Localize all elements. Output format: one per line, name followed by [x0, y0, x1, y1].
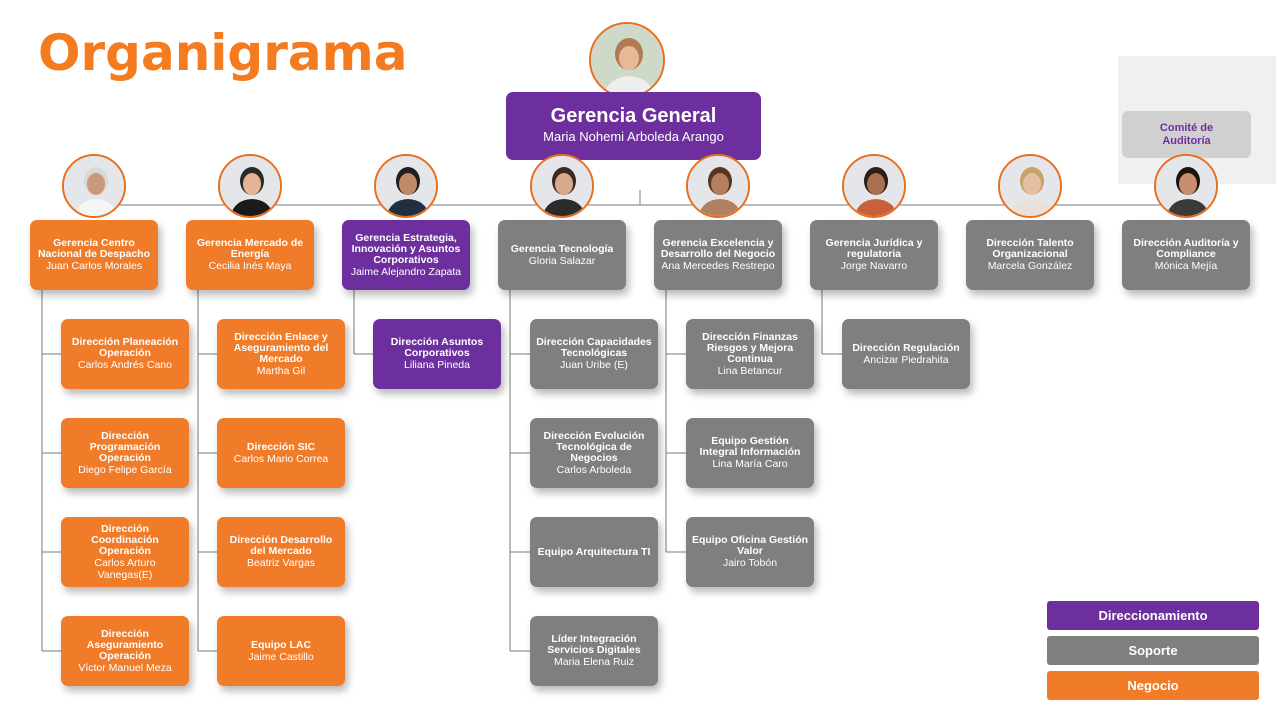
gerencia-1-box-name: Cecilia Inés Maya: [208, 260, 292, 272]
unit-0-0-box-name: Carlos Andrés Cano: [78, 359, 172, 371]
unit-0-2-box-name: Carlos Arturo Vanegas(E): [94, 556, 156, 581]
unit-1-0-box: Dirección Enlace y Aseguramiento del Mer…: [217, 319, 345, 389]
unit-1-1-box-name: Carlos Mario Correa: [233, 452, 329, 465]
unit-2-0-box-title: Dirección Asuntos Corporativos: [390, 336, 484, 359]
legend-negocio: Negocio: [1047, 671, 1259, 700]
unit-5-0-box-name: Ancizar Piedrahita: [863, 353, 949, 366]
unit-1-0-box-title: Dirección Enlace y Aseguramiento del Mer…: [233, 330, 329, 365]
unit-1-2-box-name: Beatriz Vargas: [246, 557, 316, 569]
unit-3-2-box-title: Equipo Arquitectura TI: [537, 545, 651, 558]
gerencia-4-box-title: Gerencia Excelencia y Desarrollo del Neg…: [660, 237, 776, 260]
gerencia-2-box-title: Gerencia Estrategia, Innovación y Asunto…: [351, 231, 461, 266]
legend-soporte: Soporte: [1047, 636, 1259, 665]
gerencia-2-box: Gerencia Estrategia, Innovación y Asunto…: [342, 220, 470, 290]
unit-3-3-box-name: Maria Elena Ruiz: [554, 656, 634, 668]
gerencia-1-avatar: [218, 154, 282, 218]
gerencia-0-avatar: [62, 154, 126, 218]
gerencia-4-box: Gerencia Excelencia y Desarrollo del Neg…: [654, 220, 782, 290]
unit-0-3-box-title: Dirección Aseguramiento Operación: [86, 627, 164, 662]
unit-4-0-box-name: Lina Betancur: [717, 364, 783, 377]
gerencia-0-box-title: Gerencia Centro Nacional de Despacho: [37, 237, 151, 260]
unit-4-0-box-title: Dirección Finanzas Riesgos y Mejora Cont…: [702, 330, 798, 365]
general-manager-avatar: [589, 22, 665, 98]
legend-direccionamiento: Direccionamiento: [1047, 601, 1259, 630]
audit-committee-line2: Auditoría: [1162, 134, 1211, 147]
gerencia-6-box-title: Dirección Talento Organizacional: [986, 237, 1074, 260]
page-title: Organigrama: [38, 24, 408, 82]
unit-3-1-box: Dirección Evolución Tecnológica de Negoc…: [530, 418, 658, 488]
unit-1-3-box-title: Equipo LAC: [250, 638, 312, 651]
gerencia-3-avatar: [530, 154, 594, 218]
gerencia-1-box-title: Gerencia Mercado de Energía: [196, 237, 304, 260]
unit-0-1-box-title: Dirección Programación Operación: [89, 429, 161, 464]
unit-4-1-box-title: Equipo Gestión Integral Información: [699, 435, 801, 458]
audit-committee-box: Comité de Auditoría: [1122, 111, 1251, 158]
gerencia-5-avatar: [842, 154, 906, 218]
unit-1-1-box-title: Dirección SIC: [246, 440, 316, 453]
unit-3-3-box-title: Líder Integración Servicios Digitales: [547, 633, 641, 656]
unit-0-0-box-title: Dirección Planeación Operación: [71, 336, 179, 359]
gerencia-3-box-title: Gerencia Tecnología: [510, 242, 614, 255]
general-manager-box: Gerencia General Maria Nohemi Arboleda A…: [506, 92, 761, 160]
unit-4-2-box-name: Jairo Tobón: [722, 557, 778, 569]
unit-1-0-box-name: Martha Gil: [256, 364, 306, 377]
unit-3-1-box-name: Carlos Arboleda: [556, 463, 632, 476]
unit-4-1-box-name: Lina María Caro: [712, 458, 788, 470]
gerencia-2-avatar: [374, 154, 438, 218]
general-manager-name: Maria Nohemi Arboleda Arango: [543, 129, 724, 144]
unit-0-2-box-title: Dirección Coordinación Operación: [91, 522, 159, 557]
unit-3-0-box-title: Dirección Capacidades Tecnológicas: [536, 336, 652, 359]
gerencia-7-box-title: Dirección Auditoría y Compliance: [1133, 237, 1239, 260]
gerencia-4-avatar: [686, 154, 750, 218]
unit-0-3-box-name: Víctor Manuel Meza: [78, 661, 172, 674]
gerencia-6-avatar: [998, 154, 1062, 218]
gerencia-2-box-name: Jaime Alejandro Zapata: [350, 265, 462, 278]
general-manager-title: Gerencia General: [550, 105, 717, 127]
unit-1-2-box-title: Dirección Desarrollo del Mercado: [229, 534, 333, 557]
gerencia-7-box-name: Mónica Mejía: [1154, 260, 1218, 272]
unit-4-2-box-title: Equipo Oficina Gestión Valor: [691, 534, 809, 557]
audit-committee-line1: Comité de: [1159, 121, 1214, 134]
gerencia-6-box-name: Marcela González: [987, 260, 1073, 272]
gerencia-3-box-name: Gloria Salazar: [528, 254, 596, 267]
gerencia-7-avatar: [1154, 154, 1218, 218]
gerencia-4-box-name: Ana Mercedes Restrepo: [661, 260, 775, 272]
gerencia-5-box-name: Jorge Navarro: [840, 260, 908, 272]
unit-3-1-box-title: Dirección Evolución Tecnológica de Negoc…: [543, 429, 645, 464]
unit-3-2-box: Equipo Arquitectura TI: [530, 517, 658, 587]
unit-2-0-box-name: Liliana Pineda: [404, 359, 470, 371]
gerencia-5-box-title: Gerencia Jurídica y regulatoria: [825, 237, 923, 260]
unit-3-0-box-name: Juan Uribe (E): [560, 359, 628, 371]
unit-4-0-box: Dirección Finanzas Riesgos y Mejora Cont…: [686, 319, 814, 389]
unit-0-1-box-name: Diego Felipe García: [78, 463, 172, 476]
unit-5-0-box-title: Dirección Regulación: [852, 341, 960, 354]
unit-1-3-box-name: Jaime Castillo: [248, 650, 314, 663]
gerencia-0-box-name: Juan Carlos Morales: [45, 260, 143, 272]
